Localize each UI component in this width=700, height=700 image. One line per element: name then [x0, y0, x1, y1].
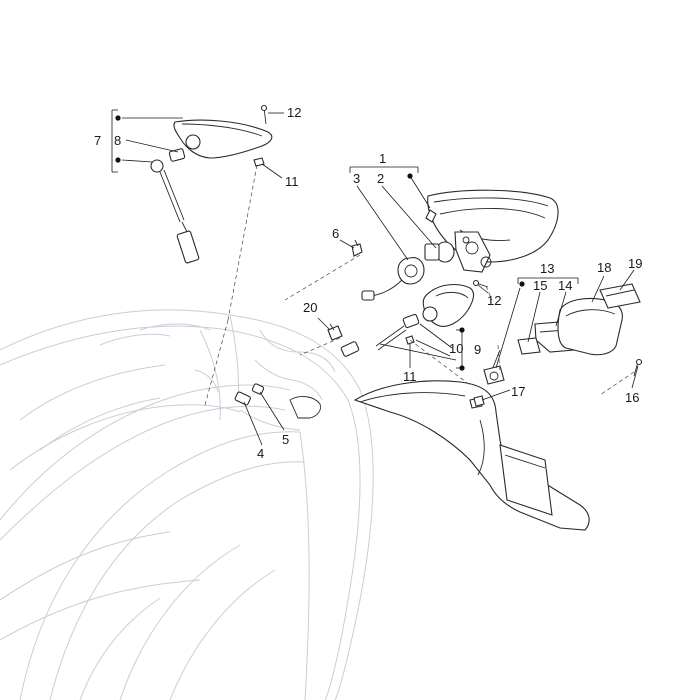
tail-light-assembly — [425, 189, 559, 273]
clip-11-upper — [253, 157, 265, 167]
callout-5: 5 — [282, 432, 289, 447]
callout-14: 14 — [558, 278, 572, 293]
callout-6: 6 — [332, 226, 339, 241]
turn-signal-assembly — [340, 283, 475, 357]
callout-16: 16 — [625, 390, 639, 405]
callout-9: 9 — [474, 342, 481, 357]
front-position-light-assembly — [150, 119, 273, 264]
scooter-rear-body — [0, 309, 374, 700]
callout-13: 13 — [540, 261, 554, 276]
callout-4: 4 — [257, 446, 264, 461]
screws-12 — [260, 104, 489, 288]
callout-10: 10 — [449, 341, 463, 356]
callout-11-lower: 11 — [403, 369, 417, 384]
callout-11-upper: 11 — [285, 174, 299, 189]
callout-3: 3 — [353, 171, 360, 186]
callout-8: 8 — [114, 133, 121, 148]
rear-fender — [353, 380, 590, 531]
bullet-dots — [115, 115, 525, 371]
callout-1: 1 — [379, 151, 386, 166]
callout-2: 2 — [377, 171, 384, 186]
leader-lines — [111, 109, 639, 446]
callout-12-lower: 12 — [487, 293, 501, 308]
connector-20 — [327, 323, 343, 341]
callout-17: 17 — [511, 384, 525, 399]
connectors-4-5 — [234, 383, 321, 419]
callout-15: 15 — [533, 278, 547, 293]
callout-12-upper: 12 — [287, 105, 301, 120]
callout-19: 19 — [628, 256, 642, 271]
callout-18: 18 — [597, 260, 611, 275]
callout-7: 7 — [94, 133, 101, 148]
assembly-lines — [204, 164, 635, 406]
callout-20: 20 — [303, 300, 317, 315]
reflector-holder — [557, 283, 643, 377]
clip-fastener-6 — [351, 239, 363, 257]
callout-labels: 1 2 3 4 5 6 7 8 9 10 11 11 12 12 13 14 1… — [94, 105, 642, 461]
